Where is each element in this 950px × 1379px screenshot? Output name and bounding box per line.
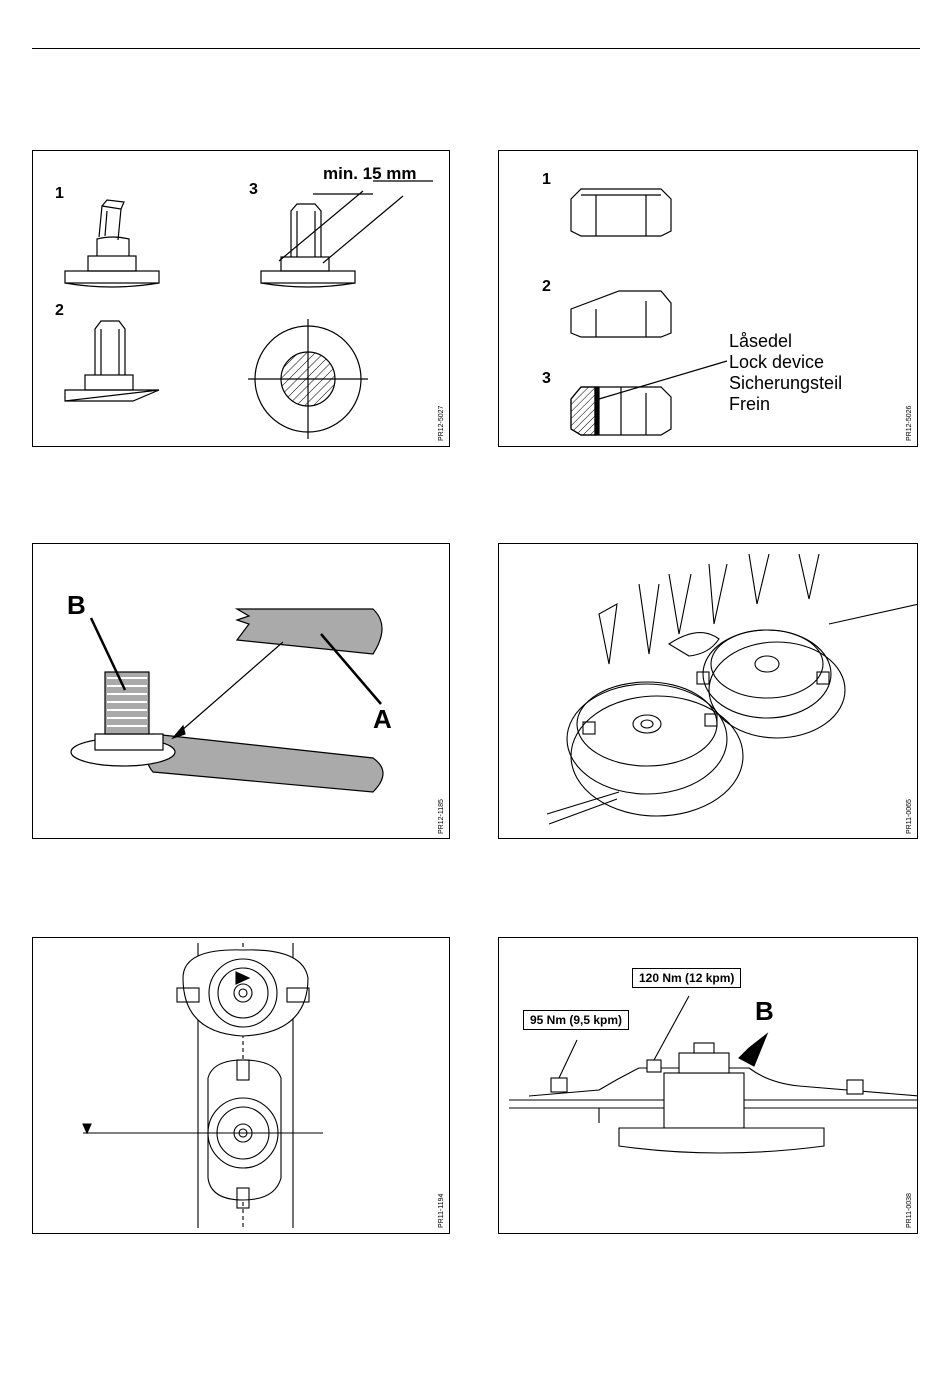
figure-code: PR12-5027 bbox=[438, 406, 445, 441]
label-b: B bbox=[755, 996, 774, 1027]
figure-bolt-wear: 1 2 3 min. 15 mm PR12-5027 bbox=[32, 150, 450, 447]
figure-bolt-wrench: B A PR12-1185 bbox=[32, 543, 450, 839]
figure-code: PR11-0038 bbox=[906, 1193, 913, 1228]
figure-code: PR11-1194 bbox=[438, 1194, 445, 1228]
figure-code: PR11-0065 bbox=[906, 799, 913, 834]
nut-types-drawing bbox=[499, 151, 918, 447]
figure-code: PR12-1185 bbox=[438, 799, 445, 834]
figure-disc-top-view: PR11-1194 bbox=[32, 937, 450, 1234]
bolt-wrench-drawing bbox=[33, 544, 450, 839]
mower-discs-drawing bbox=[499, 544, 918, 839]
nut-label-1: 1 bbox=[542, 171, 551, 189]
term-french: Frein bbox=[729, 394, 842, 415]
nut-label-2: 2 bbox=[542, 278, 551, 296]
figure-label-1: 1 bbox=[55, 185, 64, 203]
nut-label-3: 3 bbox=[542, 370, 551, 388]
figure-code: PR12-5026 bbox=[906, 406, 913, 441]
figure-nut-types: 1 2 3 Låsedel Lock device Sicherungsteil… bbox=[498, 150, 918, 447]
bolt-wear-drawing bbox=[33, 151, 450, 447]
figure-label-3: 3 bbox=[249, 181, 258, 199]
disc-top-view-drawing bbox=[33, 938, 450, 1234]
term-german: Sicherungsteil bbox=[729, 373, 842, 394]
label-b: B bbox=[67, 590, 86, 621]
label-a: A bbox=[373, 704, 392, 735]
term-danish: Låsedel bbox=[729, 331, 842, 352]
min-dimension-label: min. 15 mm bbox=[323, 164, 417, 184]
torque-label-95: 95 Nm (9,5 kpm) bbox=[523, 1010, 629, 1030]
term-english: Lock device bbox=[729, 352, 842, 373]
figure-torque-section: 120 Nm (12 kpm) 95 Nm (9,5 kpm) B PR11-0… bbox=[498, 937, 918, 1234]
torque-label-120: 120 Nm (12 kpm) bbox=[632, 968, 741, 988]
header-rule bbox=[32, 48, 920, 49]
lock-device-terms: Låsedel Lock device Sicherungsteil Frein bbox=[729, 331, 842, 415]
figure-mower-discs: PR11-0065 bbox=[498, 543, 918, 839]
figure-label-2: 2 bbox=[55, 302, 64, 320]
